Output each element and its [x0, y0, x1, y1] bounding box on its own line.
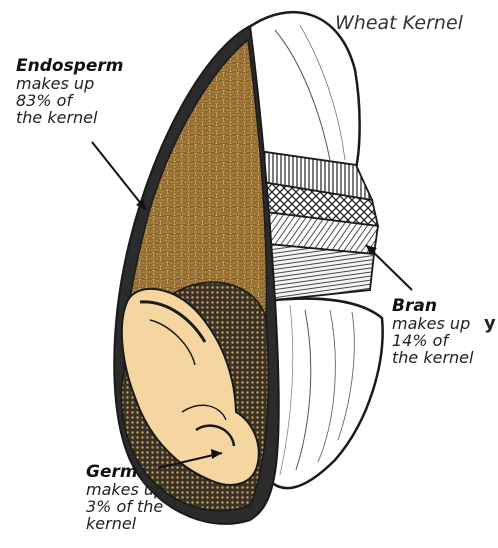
- endosperm-desc-line-2: 83% of: [16, 92, 123, 109]
- germ-label: Germ makes up 3% of the kernel: [86, 464, 164, 532]
- germ-name: Germ: [86, 464, 164, 481]
- endosperm-desc-line-3: the kernel: [16, 109, 123, 126]
- bran-name: Bran: [392, 298, 473, 315]
- bran-label: Bran makes up 14% of the kernel: [392, 298, 473, 366]
- bran-desc-line-3: the kernel: [392, 349, 473, 366]
- endosperm-label: Endosperm makes up 83% of the kernel: [16, 58, 123, 126]
- germ-desc-line-1: makes up: [86, 481, 164, 498]
- bran-desc-line-2: 14% of: [392, 332, 473, 349]
- kernel-bottom-shell: [262, 299, 383, 489]
- germ-desc-line-2: 3% of the: [86, 498, 164, 515]
- endosperm-pointer-arrow: [92, 142, 146, 210]
- cropped-text-fragment: y: [484, 313, 496, 334]
- diagram-title: Wheat Kernel: [335, 12, 463, 34]
- bran-desc-line-1: makes up: [392, 315, 473, 332]
- germ-desc-line-3: kernel: [86, 515, 164, 532]
- bran-layer-4: [268, 244, 374, 300]
- endosperm-desc-line-1: makes up: [16, 75, 123, 92]
- endosperm-name: Endosperm: [16, 58, 123, 75]
